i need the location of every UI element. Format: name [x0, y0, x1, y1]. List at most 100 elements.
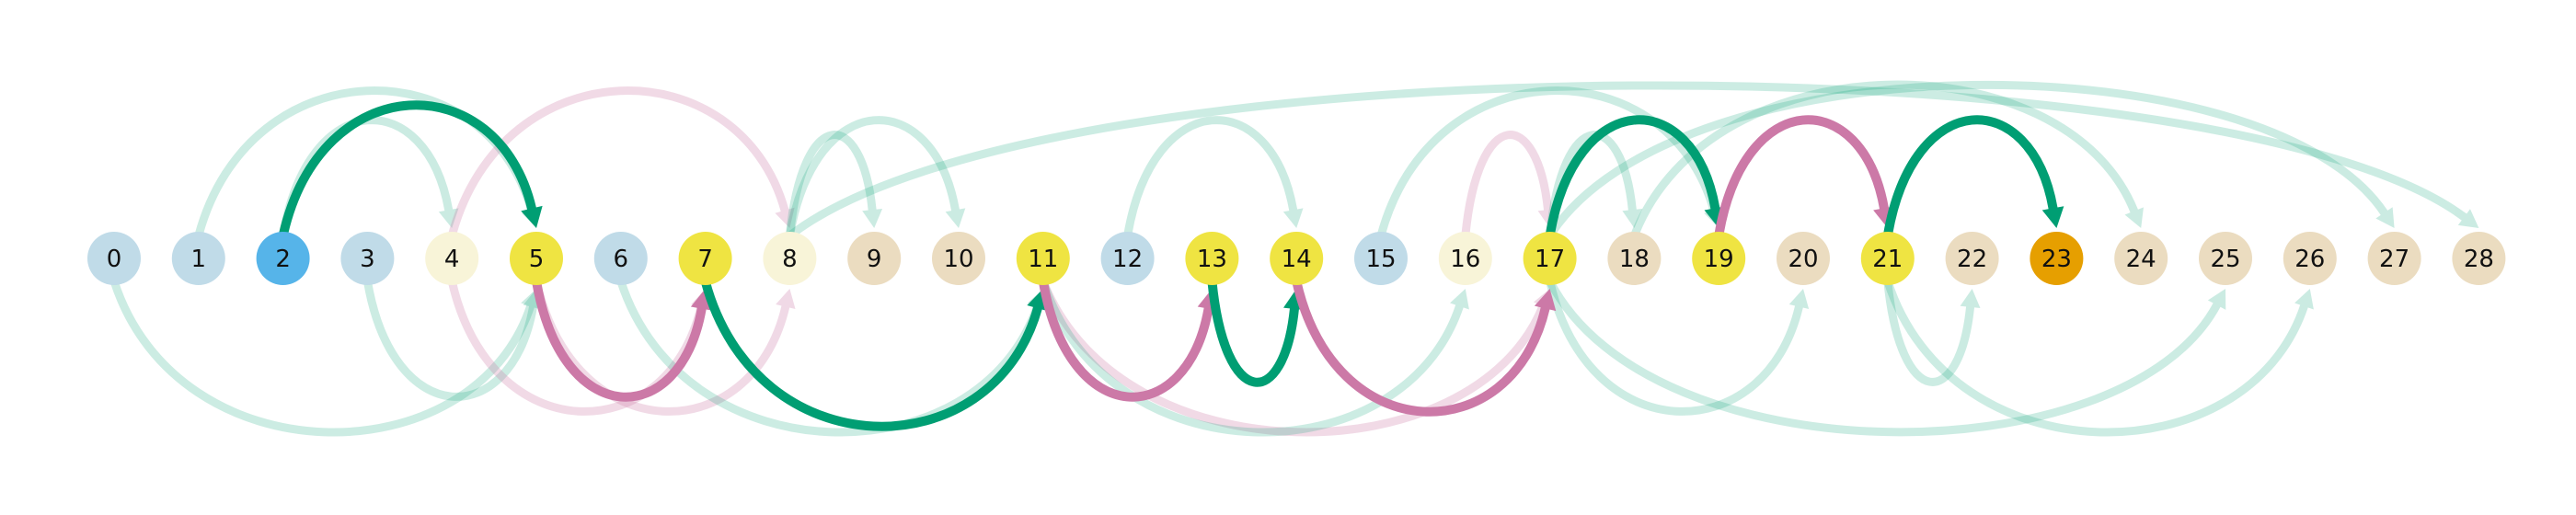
arrowhead: [2457, 209, 2479, 228]
node-3: 3: [340, 232, 395, 285]
edge-5-8: [532, 277, 796, 416]
edges-layer: [109, 80, 2479, 437]
arrowhead: [945, 208, 966, 228]
node-10: 10: [932, 232, 985, 285]
edge-path: [1207, 276, 1299, 387]
edge-8-9: [785, 131, 883, 240]
edge-path: [1882, 115, 2058, 241]
edge-2-5: [278, 100, 543, 241]
edge-path: [1546, 80, 2388, 240]
node-label: 6: [614, 246, 629, 273]
node-circle: [678, 232, 732, 285]
node-circle: [425, 232, 479, 285]
node-label: 1: [191, 246, 207, 273]
node-circle: [2199, 232, 2252, 285]
node-circle: [340, 232, 395, 285]
node-21: 21: [1860, 232, 1915, 285]
edge-path: [278, 100, 536, 241]
node-circle: [171, 232, 225, 285]
node-26: 26: [2283, 232, 2337, 285]
arrowhead: [521, 205, 543, 228]
node-label: 7: [697, 246, 713, 273]
edge-path: [1461, 131, 1553, 240]
node-label: 13: [1197, 246, 1227, 273]
node-15: 15: [1354, 232, 1408, 285]
node-label: 11: [1028, 246, 1058, 273]
node-circle: [2030, 232, 2084, 285]
edge-14-17: [1292, 276, 1557, 417]
node-circle: [1016, 232, 1070, 285]
node-6: 6: [593, 232, 648, 285]
node-5: 5: [510, 232, 563, 285]
node-14: 14: [1270, 232, 1324, 285]
node-label: 18: [1619, 246, 1650, 273]
edge-path: [1123, 116, 1298, 240]
node-label: 25: [2210, 246, 2240, 273]
edge-path: [362, 277, 537, 401]
node-label: 23: [2041, 246, 2072, 273]
arrowhead: [2207, 289, 2226, 310]
node-label: 0: [107, 246, 122, 273]
node-label: 2: [275, 246, 291, 273]
edge-path: [109, 277, 535, 437]
arrowhead: [2294, 289, 2314, 310]
node-label: 10: [943, 246, 973, 273]
node-24: 24: [2114, 232, 2168, 285]
node-27: 27: [2367, 232, 2421, 285]
edge-path: [1883, 277, 2308, 437]
node-1: 1: [171, 232, 225, 285]
node-label: 5: [529, 246, 545, 273]
edge-path: [1629, 80, 2139, 240]
edge-21-22: [1883, 277, 1981, 386]
edge-17-25: [1546, 277, 2226, 437]
arrowhead: [862, 208, 883, 228]
node-circle: [1354, 232, 1408, 285]
node-circle: [1523, 232, 1577, 285]
node-label: 14: [1282, 246, 1312, 273]
node-circle: [1692, 232, 1746, 285]
node-28: 28: [2452, 232, 2506, 285]
node-label: 15: [1365, 246, 1396, 273]
node-circle: [1777, 232, 1830, 285]
node-label: 21: [1872, 246, 1903, 273]
edge-path: [785, 131, 877, 240]
node-label: 9: [867, 246, 882, 273]
edge-path: [785, 116, 960, 240]
arrowhead: [775, 207, 795, 228]
arrowhead: [2041, 206, 2064, 228]
node-8: 8: [763, 232, 817, 285]
node-25: 25: [2199, 232, 2252, 285]
edge-4-8: [447, 86, 795, 240]
node-label: 8: [782, 246, 798, 273]
edge-19-21: [1714, 115, 1895, 241]
node-16: 16: [1438, 232, 1492, 285]
node-circle: [932, 232, 985, 285]
node-0: 0: [87, 232, 141, 285]
edge-path: [532, 276, 707, 402]
edge-8-28: [785, 81, 2479, 240]
edge-0-5: [109, 277, 541, 437]
edge-path: [447, 86, 789, 240]
node-19: 19: [1692, 232, 1746, 285]
arrowhead: [690, 289, 713, 311]
edge-7-11: [700, 276, 1049, 431]
node-circle: [1100, 232, 1155, 285]
node-9: 9: [847, 232, 902, 285]
node-label: 22: [1957, 246, 1987, 273]
edge-path: [447, 277, 706, 416]
node-4: 4: [425, 232, 479, 285]
node-13: 13: [1185, 232, 1239, 285]
node-label: 4: [444, 246, 460, 273]
node-circle: [1860, 232, 1915, 285]
edge-12-14: [1123, 116, 1304, 240]
edge-18-24: [1629, 80, 2144, 240]
node-circle: [1185, 232, 1239, 285]
node-circle: [2283, 232, 2337, 285]
edge-4-7: [447, 277, 711, 416]
edge-17-20: [1546, 277, 1810, 416]
node-circle: [2367, 232, 2421, 285]
node-label: 27: [2379, 246, 2409, 273]
arrowhead: [1450, 289, 1469, 310]
node-circle: [847, 232, 902, 285]
